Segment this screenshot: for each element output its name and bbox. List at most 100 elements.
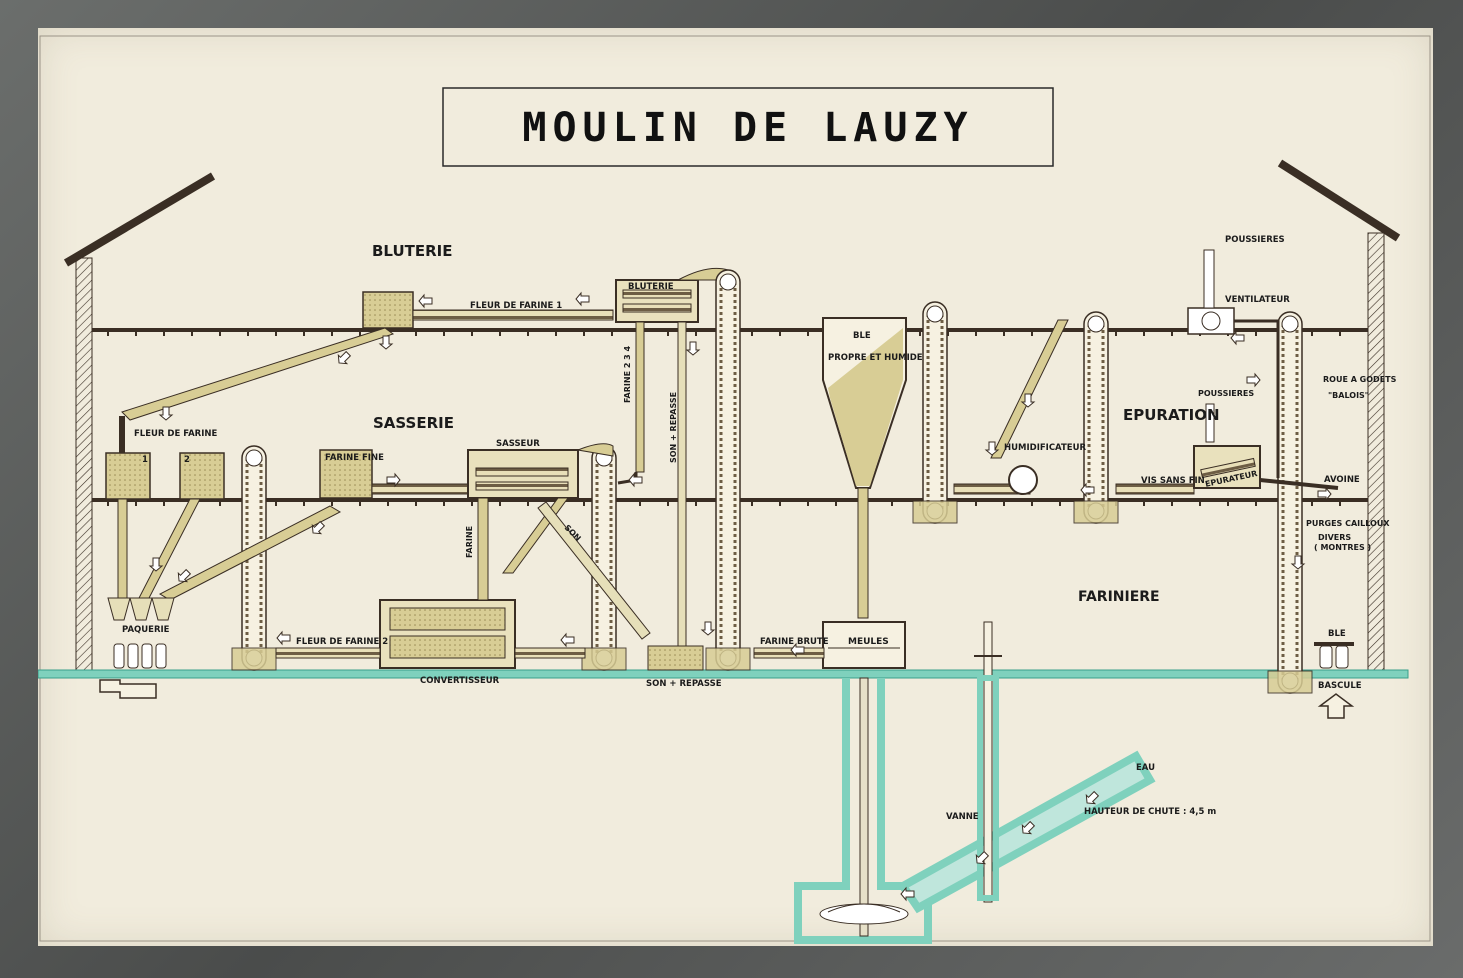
flow-arrow-icon xyxy=(700,621,716,636)
label-balois: "BALOIS" xyxy=(1328,391,1369,400)
bucket-elevator xyxy=(912,301,958,524)
wall-right xyxy=(1367,232,1385,671)
conveyor-farine-fine xyxy=(371,483,469,495)
bin-1 xyxy=(105,452,151,500)
ground-floor xyxy=(38,669,1409,679)
bucket-elevator xyxy=(705,269,751,671)
label-bascule: BASCULE xyxy=(1318,681,1362,691)
flow-arrow-icon xyxy=(685,341,701,356)
label-convertisseur: CONVERTISSEUR xyxy=(420,676,500,686)
flow-arrow-icon xyxy=(1317,486,1332,502)
label-poussieres-top: POUSSIERES xyxy=(1225,235,1285,245)
label-farine-vertical: FARINE xyxy=(465,526,474,558)
label-sasseur: SASSEUR xyxy=(496,439,540,449)
section-sasserie: SASSERIE xyxy=(373,414,454,432)
flow-arrow-icon xyxy=(177,568,192,583)
bucket-elevator xyxy=(1267,311,1313,694)
bin-son-repasse xyxy=(647,645,704,671)
flow-arrow-icon xyxy=(900,886,915,902)
pipe-farine-234 xyxy=(635,321,645,473)
flow-arrow-icon xyxy=(386,472,401,488)
flow-arrow-icon xyxy=(1021,820,1036,835)
label-purges-2: DIVERS xyxy=(1318,533,1351,542)
flow-arrow-icon xyxy=(311,520,326,535)
flow-arrow-icon xyxy=(628,472,643,488)
bluterie-bin xyxy=(362,291,414,329)
conveyor-fleur-2 xyxy=(275,647,381,659)
label-vis-sans-fin: VIS SANS FIN xyxy=(1141,476,1205,486)
title-box: MOULIN DE LAUZY xyxy=(442,87,1054,167)
vanne-gate xyxy=(974,621,1002,903)
label-hauteur-de-chute: HAUTEUR DE CHUTE : 4,5 m xyxy=(1084,807,1216,817)
conveyor-fleur-1 xyxy=(412,309,614,321)
label-ventilateur: VENTILATEUR xyxy=(1225,295,1290,305)
flow-arrow-icon xyxy=(378,335,394,350)
conveyor-farine-brute xyxy=(753,647,825,659)
page-title: MOULIN DE LAUZY xyxy=(522,105,973,151)
flow-arrow-icon xyxy=(575,291,590,307)
flow-arrow-icon xyxy=(1290,555,1306,570)
flow-arrow-icon xyxy=(975,850,990,865)
paper-border xyxy=(39,35,1431,942)
label-roue-godets: ROUE A GODETS xyxy=(1323,375,1397,384)
label-bin-1: 1 xyxy=(142,455,148,465)
roof-right xyxy=(1277,159,1401,242)
label-propre-humide: PROPRE ET HUMIDE xyxy=(828,353,923,363)
flow-arrow-icon xyxy=(276,630,291,646)
section-bluterie: BLUTERIE xyxy=(372,242,453,260)
label-eau: EAU xyxy=(1136,763,1155,773)
paquerie-funnels xyxy=(107,597,175,621)
label-purges-1: PURGES CAILLOUX xyxy=(1306,519,1390,528)
section-epuration: EPURATION xyxy=(1123,406,1220,424)
diagram-paper: MOULIN DE LAUZY xyxy=(38,28,1433,946)
pipe-son-repasse xyxy=(677,321,687,648)
mill-diagram: MOULIN DE LAUZY xyxy=(38,35,1431,944)
flow-arrow-icon xyxy=(984,441,1000,456)
label-ble-bottom: BLE xyxy=(1328,629,1346,639)
turbine xyxy=(819,903,909,925)
label-farine-234: FARINE 2 3 4 xyxy=(623,345,632,403)
flow-arrow-icon xyxy=(1230,330,1245,346)
flow-arrow-icon xyxy=(790,642,805,658)
epurateur-machine xyxy=(1193,445,1261,489)
exit-arrow xyxy=(99,679,157,699)
entry-arrow xyxy=(1317,693,1355,719)
label-fleur-de-farine-2: FLEUR DE FARINE 2 xyxy=(296,637,388,647)
humidificateur-drum xyxy=(1008,465,1038,495)
sasseur-machine xyxy=(467,449,579,499)
label-son-repasse-bottom: SON + REPASSE xyxy=(646,679,722,689)
bin-farine-fine xyxy=(319,449,373,499)
label-avoine: AVOINE xyxy=(1324,475,1360,485)
ble-hopper xyxy=(822,317,907,619)
ventilateur xyxy=(1187,249,1280,478)
bin-2 xyxy=(179,452,225,500)
meules-millstones xyxy=(822,621,906,669)
label-purges-3: ( MONTRES ) xyxy=(1314,543,1371,552)
flow-arrow-icon xyxy=(158,406,174,421)
label-vanne: VANNE xyxy=(946,812,979,822)
label-bin-2: 2 xyxy=(184,455,190,465)
flow-arrow-icon xyxy=(1020,393,1036,408)
label-fleur-de-farine: FLEUR DE FARINE xyxy=(134,429,217,439)
bluterie-machine xyxy=(615,279,699,323)
flow-arrow-icon xyxy=(1080,482,1095,498)
bucket-elevator xyxy=(1073,311,1119,524)
convertisseur-machine xyxy=(379,599,516,669)
section-fariniere: FARINIERE xyxy=(1078,589,1160,605)
flow-arrow-icon xyxy=(337,350,352,365)
label-humidificateur: HUMIDIFICATEUR xyxy=(1004,443,1086,453)
wall-left xyxy=(75,257,93,671)
flow-arrow-icon xyxy=(560,632,575,648)
water-pit xyxy=(794,677,932,944)
flour-bags xyxy=(113,643,167,669)
label-farine-brute: FARINE BRUTE xyxy=(760,637,829,647)
label-poussieres-mid: POUSSIERES xyxy=(1198,389,1254,398)
flow-arrow-icon xyxy=(148,557,164,572)
flow-arrow-icon xyxy=(1085,790,1100,805)
label-ble: BLE xyxy=(853,331,871,341)
chute-fleur xyxy=(121,327,395,421)
flow-arrow-icon xyxy=(1246,372,1261,388)
flow-arrow-icon xyxy=(418,293,433,309)
poussieres-filter xyxy=(1205,403,1215,443)
label-son-repasse-vertical: SON + REPASSE xyxy=(669,392,678,463)
